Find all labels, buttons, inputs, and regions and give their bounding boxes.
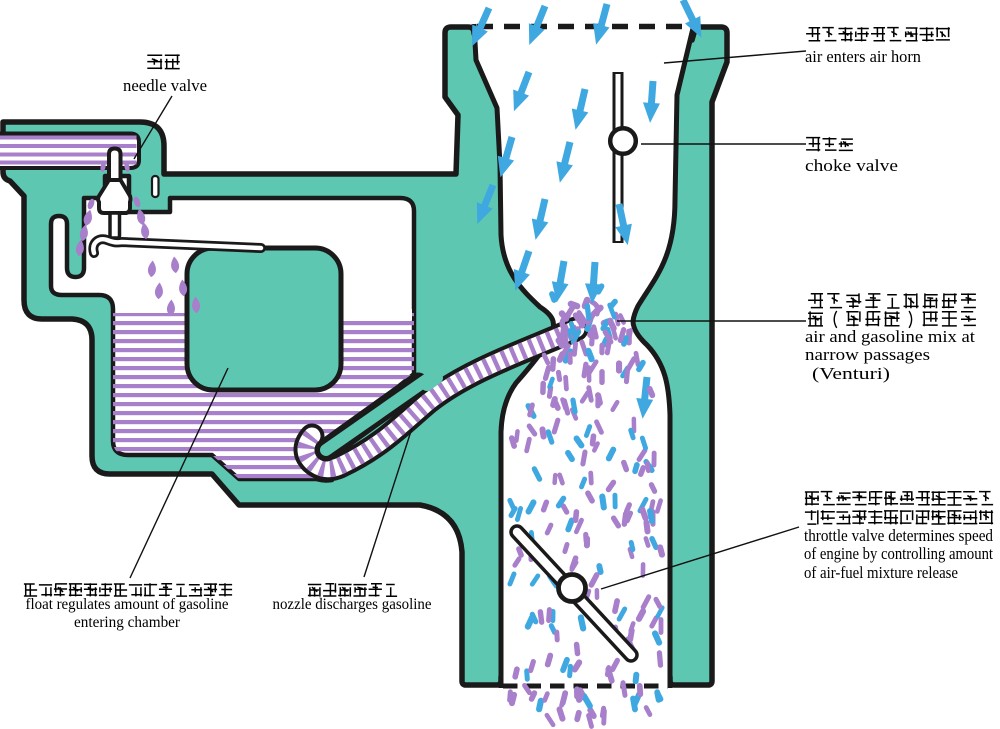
svg-text:of engine by controlling amoun: of engine by controlling amount [804,544,993,563]
svg-text:of air-fuel mixture release: of air-fuel mixture release [804,563,958,582]
svg-text:(Venturi): (Venturi) [812,364,890,383]
svg-text:needle valve: needle valve [123,76,207,95]
svg-text:air enters air horn: air enters air horn [805,47,921,66]
svg-text:throttle valve determines spee: throttle valve determines speed [804,526,994,545]
svg-text:air and gasoline mix at: air and gasoline mix at [805,327,975,346]
svg-text:float regulates amount of gaso: float regulates amount of gasoline [26,596,229,613]
svg-text:nozzle discharges gasoline: nozzle discharges gasoline [273,596,432,613]
svg-text:narrow passages: narrow passages [805,345,930,364]
svg-text:choke valve: choke valve [805,156,898,175]
svg-text:entering chamber: entering chamber [74,614,181,631]
